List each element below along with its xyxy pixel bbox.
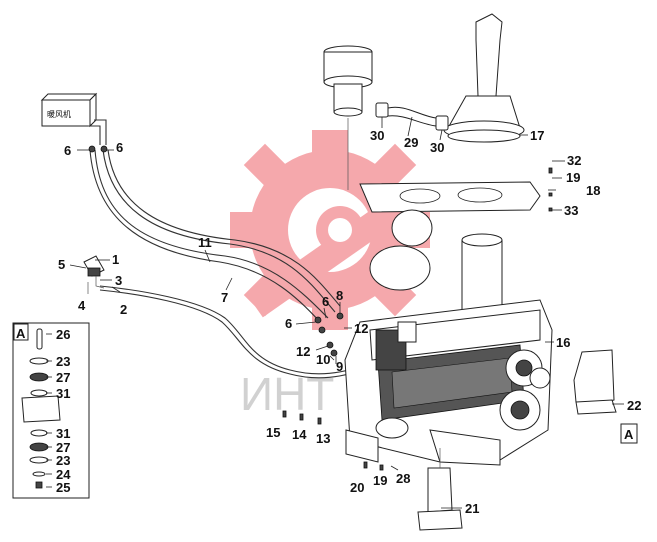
heater-hoses bbox=[88, 119, 341, 323]
callout-14: 14 bbox=[292, 427, 307, 442]
leader-lines bbox=[46, 116, 624, 509]
callout-27-lower: 27 bbox=[56, 440, 70, 455]
small-hardware bbox=[282, 312, 384, 471]
callout-6-left: 6 bbox=[64, 143, 71, 158]
engine-block bbox=[344, 209, 553, 466]
callout-19-lower: 19 bbox=[373, 473, 387, 488]
air-filter bbox=[323, 45, 373, 190]
callout-13: 13 bbox=[316, 431, 330, 446]
intake-hose bbox=[375, 102, 449, 131]
callout-33: 33 bbox=[564, 203, 578, 218]
callout-12-left: 12 bbox=[296, 344, 310, 359]
callout-31-upper: 31 bbox=[56, 386, 70, 401]
detail-label-a: A bbox=[624, 427, 634, 442]
callout-12-right: 12 bbox=[354, 321, 368, 336]
callout-15: 15 bbox=[266, 425, 280, 440]
callout-20: 20 bbox=[350, 480, 364, 495]
callout-9: 9 bbox=[336, 359, 343, 374]
exhaust-stack bbox=[443, 13, 525, 143]
callout-3: 3 bbox=[115, 273, 122, 288]
callout-5: 5 bbox=[58, 257, 65, 272]
heater-box-label: 暖风机 bbox=[47, 109, 71, 119]
callout-8: 8 bbox=[336, 288, 343, 303]
callout-19-upper: 19 bbox=[566, 170, 580, 185]
callout-22: 22 bbox=[627, 398, 641, 413]
mounting-plate bbox=[359, 167, 553, 213]
hand-throttle bbox=[83, 255, 363, 379]
inset-view-a: A bbox=[12, 322, 90, 499]
callout-10: 10 bbox=[316, 352, 330, 367]
callout-31-lower: 31 bbox=[56, 426, 70, 441]
detail-marker-a: A bbox=[620, 423, 638, 444]
callout-23-lower: 23 bbox=[56, 453, 70, 468]
watermark-text: ИНТ bbox=[240, 368, 334, 420]
callout-25: 25 bbox=[56, 480, 70, 495]
callout-17: 17 bbox=[530, 128, 544, 143]
callout-23-upper: 23 bbox=[56, 354, 70, 369]
callout-numbers: 1 2 3 4 5 6 6 6 6 7 8 9 10 11 12 12 13 1… bbox=[56, 128, 641, 516]
front-support-bracket bbox=[417, 448, 463, 531]
callout-32: 32 bbox=[567, 153, 581, 168]
callout-29: 29 bbox=[404, 135, 418, 150]
callout-6-mid-lower: 6 bbox=[285, 316, 292, 331]
callout-27-upper: 27 bbox=[56, 370, 70, 385]
callout-24: 24 bbox=[56, 467, 71, 482]
callout-6-right: 6 bbox=[116, 140, 123, 155]
callout-30-right: 30 bbox=[430, 140, 444, 155]
callout-18: 18 bbox=[586, 183, 600, 198]
mount-bracket-right bbox=[573, 349, 617, 415]
callout-11: 11 bbox=[198, 235, 212, 250]
inset-label-a: A bbox=[16, 326, 26, 341]
callout-4: 4 bbox=[78, 298, 86, 313]
callout-16: 16 bbox=[556, 335, 570, 350]
callout-28: 28 bbox=[396, 471, 410, 486]
callout-6-mid-upper: 6 bbox=[322, 294, 329, 309]
heater-box: 暖风机 bbox=[40, 92, 98, 128]
callout-26: 26 bbox=[56, 327, 70, 342]
callout-21: 21 bbox=[465, 501, 479, 516]
callout-2: 2 bbox=[120, 302, 127, 317]
callout-30-left: 30 bbox=[370, 128, 384, 143]
callout-1: 1 bbox=[112, 252, 119, 267]
callout-7: 7 bbox=[221, 290, 228, 305]
